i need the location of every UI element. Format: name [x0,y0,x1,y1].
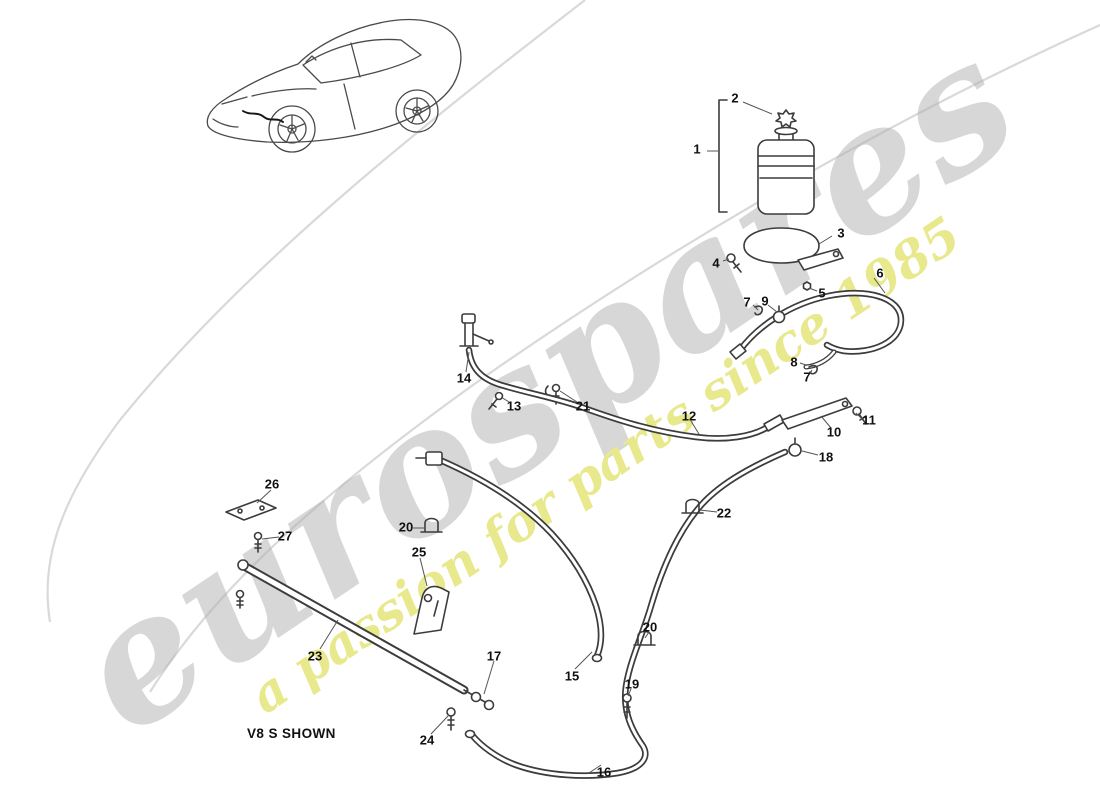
part-27-bolt [253,531,263,553]
callout-part-26: 26 [264,476,280,492]
callout-part-21: 21 [575,398,591,414]
part-reservoir-body [757,139,815,215]
hose-15-open-end [591,653,603,663]
callout-part-22: 22 [716,505,732,521]
part-7-clip-a [754,305,763,316]
part-22-clip [681,498,704,514]
part-26-plate [225,499,277,521]
callout-part-27: 27 [277,528,293,544]
part-13-screw [488,391,504,410]
callout-part-1: 1 [693,141,701,157]
part-20-clip-b [633,630,656,646]
cooler-23-art [235,559,495,711]
part-1-bracket-line [718,99,728,213]
part-11-bolt [852,406,867,425]
part-20-clip-a [420,517,443,533]
callout-part-24: 24 [419,732,435,748]
part-18-clamp [788,437,802,457]
part-17-connector [470,691,495,711]
hose-16-open-end [464,729,476,739]
callout-part-3: 3 [837,225,845,241]
callout-part-7-a: 7 [743,294,751,310]
car-rear-wheel [395,89,439,133]
callout-part-19: 19 [624,676,640,692]
hose-6-end-fitting [729,343,747,360]
callout-part-14: 14 [456,370,472,386]
callout-part-16: 16 [596,764,612,780]
watermark-arc-2 [149,23,1100,693]
callout-part-9: 9 [761,293,769,309]
callout-leader-lines [256,101,886,774]
hose-12-end-fitting [763,414,785,432]
part-9-clamp [772,305,786,324]
car-front-wheel [268,105,316,153]
reservoir-assembly-art [718,99,844,291]
callout-part-2: 2 [731,90,739,106]
part-24-bolt [446,707,456,731]
part-10-bracket [781,397,853,430]
part-7-clip-b [808,364,818,375]
callout-part-4: 4 [712,255,720,271]
callout-part-25: 25 [411,544,427,560]
callout-part-7-b: 7 [803,369,811,385]
part-19-bolt [622,693,632,719]
callout-part-20-a: 20 [398,519,414,535]
part-5-nut [802,281,812,291]
diagram-caption: V8 S SHOWN [247,726,336,741]
callout-part-20-b: 20 [642,619,658,635]
callout-part-13: 13 [506,398,522,414]
hose-15-art [415,451,605,663]
part-8-elbow [803,349,837,370]
hose-6-art [729,289,905,375]
callout-part-10: 10 [826,424,842,440]
part-25-bracket [413,585,450,635]
callout-part-11: 11 [862,412,876,428]
callout-part-12: 12 [681,408,697,424]
callout-part-15: 15 [564,668,580,684]
part-4-bolt [726,253,742,273]
part-3-clamp [743,227,844,271]
callout-part-5: 5 [818,285,826,301]
highlighted-harness [242,110,284,123]
cooler-mount-bolt [235,589,245,609]
hose-15-end-fitting [425,451,443,466]
callout-part-18: 18 [818,449,834,465]
callout-part-6: 6 [876,265,884,281]
part-2-cap [774,109,798,141]
watermark-arc-1 [46,0,586,623]
fitting-14-art [459,313,494,347]
callout-part-17: 17 [486,648,502,664]
cooler-left-end [237,559,249,571]
hose-12-art [465,346,867,457]
callout-part-23: 23 [307,648,323,664]
car-illustration [206,18,462,153]
callout-part-8: 8 [790,354,798,370]
